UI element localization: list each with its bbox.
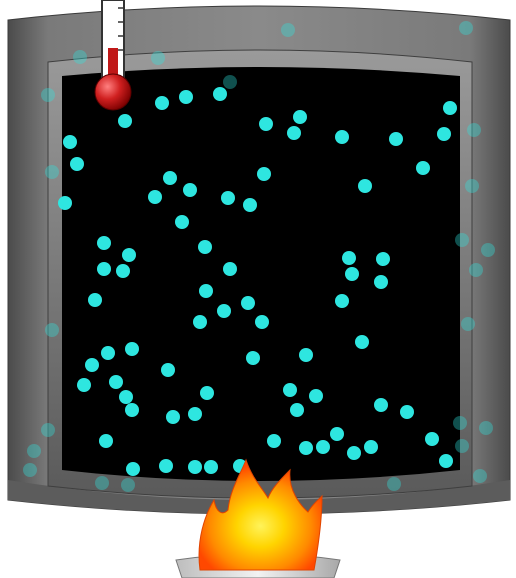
- gas-particle: [45, 165, 59, 179]
- gas-particle: [125, 403, 139, 417]
- gas-particle: [473, 469, 487, 483]
- gas-particle: [376, 252, 390, 266]
- gas-particle: [179, 90, 193, 104]
- gas-particle: [283, 383, 297, 397]
- gas-particle: [183, 183, 197, 197]
- gas-particle: [290, 403, 304, 417]
- gas-particle: [255, 315, 269, 329]
- gas-particle: [70, 157, 84, 171]
- gas-particle: [400, 405, 414, 419]
- gas-particle: [267, 434, 281, 448]
- gas-particle: [257, 167, 271, 181]
- gas-particle: [364, 440, 378, 454]
- gas-particle: [188, 460, 202, 474]
- gas-particle: [188, 407, 202, 421]
- gas-particle: [335, 294, 349, 308]
- gas-particle: [116, 264, 130, 278]
- gas-particle: [416, 161, 430, 175]
- gas-particle: [443, 101, 457, 115]
- gas-particle: [175, 215, 189, 229]
- gas-particle: [199, 284, 213, 298]
- gas-particle: [109, 375, 123, 389]
- gas-particle: [121, 478, 135, 492]
- gas-particle: [163, 171, 177, 185]
- gas-particle: [437, 127, 451, 141]
- gas-particle: [217, 304, 231, 318]
- gas-particle: [95, 476, 109, 490]
- gas-particle: [469, 263, 483, 277]
- gas-particle: [342, 251, 356, 265]
- gas-particle: [335, 130, 349, 144]
- gas-particle: [243, 198, 257, 212]
- gas-particle: [281, 23, 295, 37]
- gas-particle: [459, 21, 473, 35]
- gas-particle: [155, 96, 169, 110]
- gas-particle: [213, 87, 227, 101]
- gas-particle: [161, 363, 175, 377]
- gas-particle: [27, 444, 41, 458]
- gas-particle: [347, 446, 361, 460]
- gas-particle: [221, 191, 235, 205]
- gas-particle: [387, 477, 401, 491]
- gas-particle: [425, 432, 439, 446]
- gas-particle: [374, 275, 388, 289]
- gas-particle: [200, 386, 214, 400]
- gas-particle: [58, 196, 72, 210]
- gas-particle: [122, 248, 136, 262]
- gas-particle: [85, 358, 99, 372]
- gas-particle: [479, 421, 493, 435]
- gas-particle: [461, 317, 475, 331]
- gas-particle: [316, 440, 330, 454]
- gas-particle: [148, 190, 162, 204]
- gas-particle: [389, 132, 403, 146]
- gas-particle: [119, 390, 133, 404]
- gas-particle: [73, 50, 87, 64]
- gas-particle: [330, 427, 344, 441]
- gas-particle: [465, 179, 479, 193]
- gas-particle: [293, 110, 307, 124]
- gas-particle: [97, 262, 111, 276]
- gas-particle: [299, 348, 313, 362]
- gas-particle: [481, 243, 495, 257]
- gas-particle: [467, 123, 481, 137]
- gas-particle: [101, 346, 115, 360]
- gas-particle: [198, 240, 212, 254]
- gas-particle: [41, 423, 55, 437]
- gas-particle: [193, 315, 207, 329]
- gas-particle: [125, 342, 139, 356]
- gas-particle: [241, 296, 255, 310]
- gas-particle: [45, 323, 59, 337]
- gas-particle: [299, 441, 313, 455]
- gas-particle: [358, 179, 372, 193]
- gas-particle: [453, 416, 467, 430]
- gas-particle: [88, 293, 102, 307]
- gas-particle: [97, 236, 111, 250]
- gas-particle: [204, 460, 218, 474]
- gas-particle: [126, 462, 140, 476]
- gas-particle: [159, 459, 173, 473]
- gas-particle: [439, 454, 453, 468]
- gas-particle: [355, 335, 369, 349]
- gas-particle: [455, 439, 469, 453]
- gas-particle: [41, 88, 55, 102]
- gas-particle: [99, 434, 113, 448]
- gas-particle: [23, 463, 37, 477]
- gas-particle: [259, 117, 273, 131]
- gas-particle: [246, 351, 260, 365]
- gas-particle: [223, 262, 237, 276]
- gas-particle: [151, 51, 165, 65]
- gas-particle: [345, 267, 359, 281]
- gas-particle: [374, 398, 388, 412]
- gas-particle: [63, 135, 77, 149]
- gas-particle: [118, 114, 132, 128]
- gas-particle: [166, 410, 180, 424]
- gas-particle: [223, 75, 237, 89]
- gas-particle: [287, 126, 301, 140]
- gas-particle: [455, 233, 469, 247]
- gas-particle: [77, 378, 91, 392]
- gas-particle: [309, 389, 323, 403]
